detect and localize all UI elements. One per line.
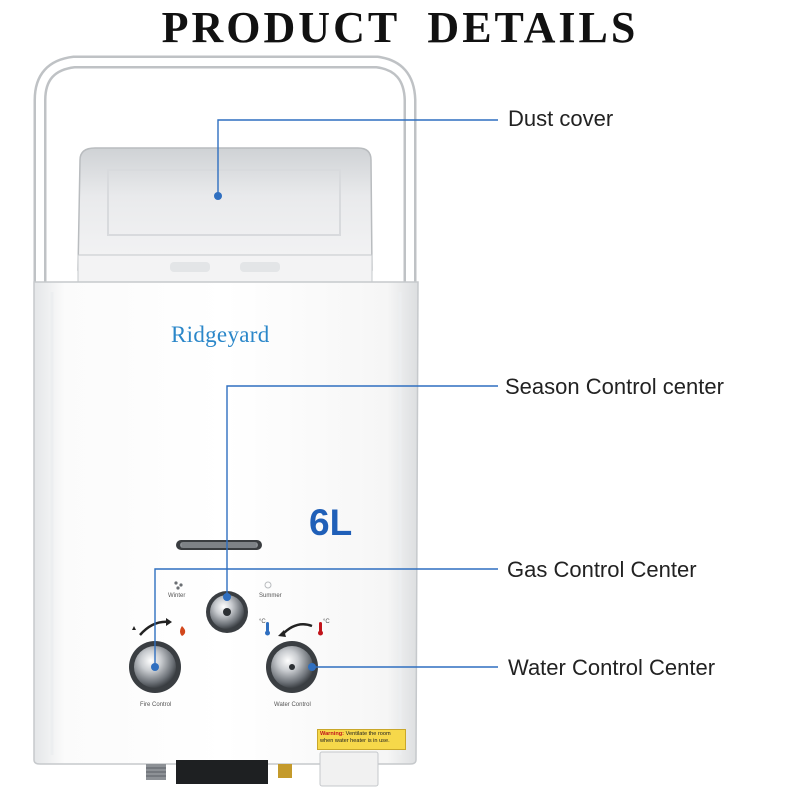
thermometer-cold-icon	[265, 622, 270, 636]
callout-gas-control: Gas Control Center	[507, 557, 697, 582]
warning-prefix: Warning:	[320, 731, 345, 737]
water-dial-arc	[278, 623, 313, 637]
temp-unit-hot: °C	[323, 619, 330, 625]
winter-label: Winter	[168, 593, 186, 599]
callout-gas-line	[151, 568, 498, 671]
warning-sticker: Warning: Ventilate the room when water h…	[317, 729, 406, 750]
callout-season-control: Season Control center	[505, 374, 724, 399]
brand-label: Ridgeyard	[171, 322, 270, 347]
callout-water-line	[308, 663, 498, 671]
callout-season-line	[223, 385, 498, 601]
flame-icon	[180, 626, 186, 636]
callout-water-control: Water Control Center	[508, 655, 716, 680]
temp-unit-cold: °C	[259, 619, 266, 625]
fire-control-label: Fire Control	[140, 702, 172, 708]
callout-dust-cover-line	[214, 119, 498, 200]
water-control-label: Water Control	[274, 702, 311, 708]
season-knob	[206, 591, 248, 633]
winter-icon	[174, 581, 183, 590]
water-control-knob	[266, 641, 318, 693]
capacity-label: 6L	[309, 502, 353, 543]
callout-dust-cover: Dust cover	[508, 106, 614, 131]
flame-window	[176, 540, 262, 550]
dust-cover	[77, 147, 373, 283]
heater-body	[33, 281, 419, 765]
fire-dial-arc	[132, 618, 172, 636]
page-title: PRODUCT DETAILS	[161, 3, 639, 52]
summer-label: Summer	[259, 593, 282, 599]
bottom-fittings	[146, 751, 379, 787]
carry-handle	[33, 55, 417, 290]
thermometer-hot-icon	[318, 622, 323, 636]
summer-icon	[264, 581, 272, 589]
warning-text: Ventilate the room when water heater is …	[320, 731, 391, 744]
